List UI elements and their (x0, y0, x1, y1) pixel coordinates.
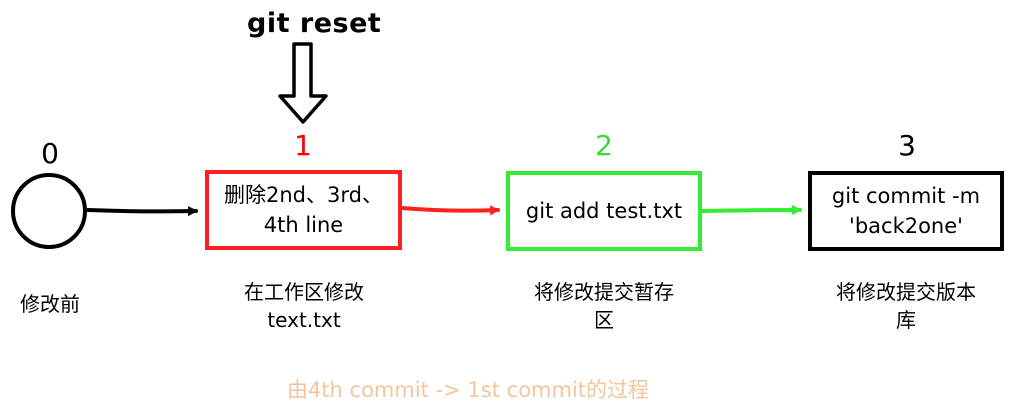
state-3-box-text: git commit -m 'back2one' (831, 184, 981, 238)
reset-command-label: git reset (247, 8, 382, 39)
state-2-number: 2 (595, 129, 613, 162)
footer-caption: 由4th commit -> 1st commit的过程 (286, 378, 650, 402)
connector-2-3 (700, 205, 802, 216)
connector-0-1 (86, 206, 198, 217)
state-1-number: 1 (294, 129, 312, 162)
state-0-number: 0 (41, 137, 59, 170)
state-2-caption: 将修改提交暂存 区 (534, 280, 674, 332)
state-2-box: git add test.txt (506, 171, 702, 251)
state-3-caption: 将修改提交版本 库 (836, 280, 976, 332)
state-0-caption: 修改前 (20, 292, 80, 316)
state-3-box: git commit -m 'back2one' (808, 171, 1004, 251)
state-3-number: 3 (898, 129, 916, 162)
reset-pointer-arrow-icon (278, 42, 328, 124)
state-1-caption: 在工作区修改 text.txt (244, 280, 364, 332)
state-2-box-text: git add test.txt (525, 199, 683, 223)
state-1-box-text: 删除2nd、3rd、 4th line (224, 183, 383, 237)
state-1-box: 删除2nd、3rd、 4th line (205, 170, 402, 250)
connector-1-2 (400, 205, 500, 216)
state-0-circle (11, 173, 87, 249)
